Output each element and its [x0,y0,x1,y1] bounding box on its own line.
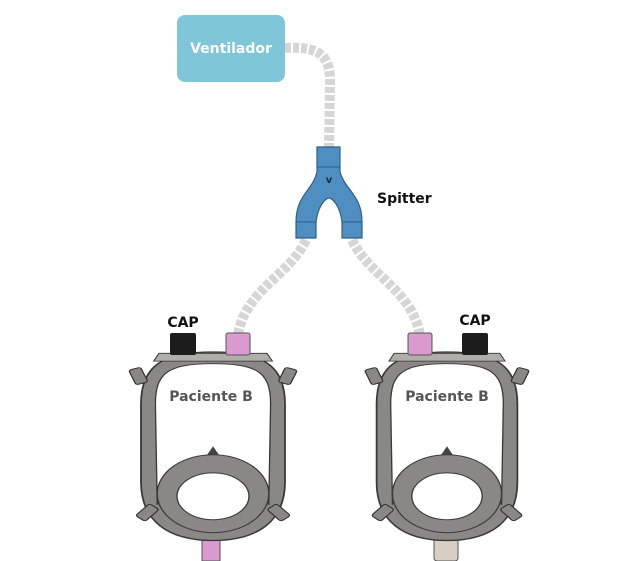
tube-ventilator-to-splitter [284,42,336,149]
patient-mask-left: CAP Paciente B [127,315,299,561]
cap-label-right: CAP [459,313,490,329]
ventilator-box: Ventilador [177,15,285,82]
ventilator-label: Ventilador [190,41,272,57]
y-splitter: v [295,146,363,239]
patient-label-left: Paciente B [169,389,253,405]
tube-splitter-to-left-mask [233,237,311,337]
splitter-mark: v [326,175,333,186]
splitter-label: Spitter [377,191,432,207]
tube-splitter-to-right-mask [347,237,425,337]
patient-label-right: Paciente B [405,389,489,405]
patient-mask-right: CAP Paciente B [363,313,531,561]
cap-label-left: CAP [167,315,198,331]
